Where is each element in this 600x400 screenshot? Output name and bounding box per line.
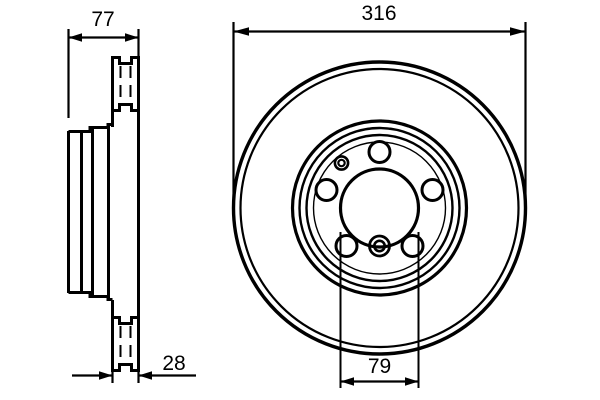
locating-screw-hole (333, 155, 350, 171)
upper-vent-vanes (119, 66, 132, 102)
bolt-hole-right-lower (400, 234, 425, 258)
center-bore (338, 167, 421, 249)
dimension-77-line (68, 33, 139, 42)
disc-outer-edge (231, 60, 528, 356)
hub-bell-section (67, 123, 113, 301)
bolt-hole-right-upper (420, 178, 445, 202)
dimension-28-extension-lines (111, 340, 140, 383)
bolt-holes (314, 140, 445, 258)
bolt-hole-left-lower (334, 234, 359, 258)
dimension-316-extension-lines (232, 22, 527, 200)
dimension-316-label: 316 (361, 2, 396, 25)
lower-vent-vanes (119, 326, 132, 362)
dimension-77-extension-lines (67, 29, 140, 118)
bolt-hole-left-upper (314, 178, 339, 202)
hub-bell-circles (290, 119, 469, 297)
lower-friction-ring-section (111, 316, 139, 372)
center-pin-hole (368, 234, 391, 258)
dimension-79-label: 79 (368, 355, 391, 378)
dimension-28-line (72, 371, 196, 380)
dimension-28-label: 28 (162, 352, 185, 375)
dimension-316-line (233, 27, 526, 36)
front-face-view: 316 (231, 2, 528, 388)
upper-friction-ring-section (111, 56, 140, 112)
dimension-77-label: 77 (91, 8, 114, 31)
side-section-view: 77 (67, 8, 196, 383)
dimension-79-line (340, 377, 419, 386)
bolt-hole-top (367, 140, 392, 164)
dimension-79-extension-lines (339, 232, 420, 388)
